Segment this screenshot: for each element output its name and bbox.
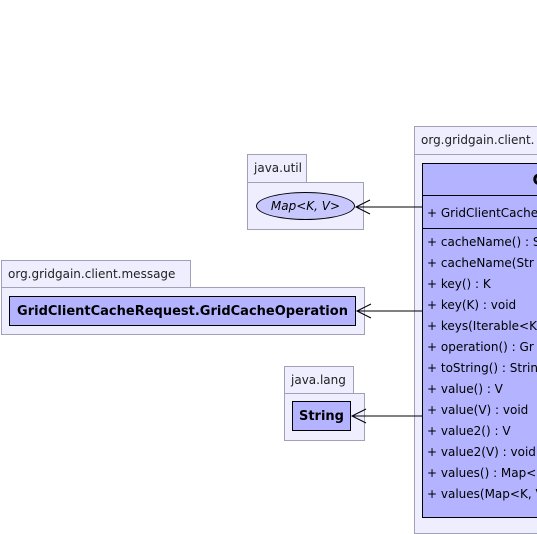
class-name: String xyxy=(298,408,344,424)
string-class[interactable]: String xyxy=(292,401,351,431)
method-entry: + key() : K xyxy=(427,277,491,291)
package-tab-java-util: java.util xyxy=(247,154,307,183)
class-name: GridClientCacheRequest.GridCacheOperatio… xyxy=(17,303,348,319)
method-entry: + key(K) : void xyxy=(427,298,517,312)
method-entry: + cacheName() : S xyxy=(427,235,537,249)
method-entry: + value(V) : void xyxy=(427,403,529,417)
grid-cache-operation-class[interactable]: GridClientCacheRequest.GridCacheOperatio… xyxy=(9,296,356,326)
package-name: org.gridgain.client. xyxy=(421,133,535,147)
constructor-entry: + GridClientCache xyxy=(427,206,537,220)
map-interface[interactable]: Map<K, V> xyxy=(256,192,355,220)
interface-name: Map<K, V> xyxy=(270,199,341,213)
method-entry: + cacheName(Str xyxy=(427,256,534,270)
method-entry: + value2() : V xyxy=(427,424,511,438)
method-entry: + value2(V) : void xyxy=(427,445,536,459)
method-entry: + values() : Map< xyxy=(427,466,537,480)
package-tab-client: org.gridgain.client. xyxy=(414,126,537,155)
arrow-to-map xyxy=(354,199,422,215)
members-divider xyxy=(423,228,537,229)
arrow-to-string xyxy=(350,408,422,424)
arrow-to-grid-cache-operation xyxy=(355,303,422,319)
method-entry: + toString() : Strin xyxy=(427,361,537,375)
method-entry: + values(Map<K, V xyxy=(427,487,537,501)
grid-client-cache-request-class[interactable]: Gr + GridClientCache + cacheName() : S +… xyxy=(422,163,537,518)
method-entry: + keys(Iterable<K xyxy=(427,319,537,333)
package-name: org.gridgain.client.message xyxy=(8,267,176,281)
package-name: java.util xyxy=(254,161,302,175)
package-name: java.lang xyxy=(291,373,346,387)
method-entry: + value() : V xyxy=(427,382,503,396)
title-divider xyxy=(423,195,537,196)
method-entry: + operation() : Gr xyxy=(427,340,534,354)
class-title: Gr xyxy=(423,170,537,189)
